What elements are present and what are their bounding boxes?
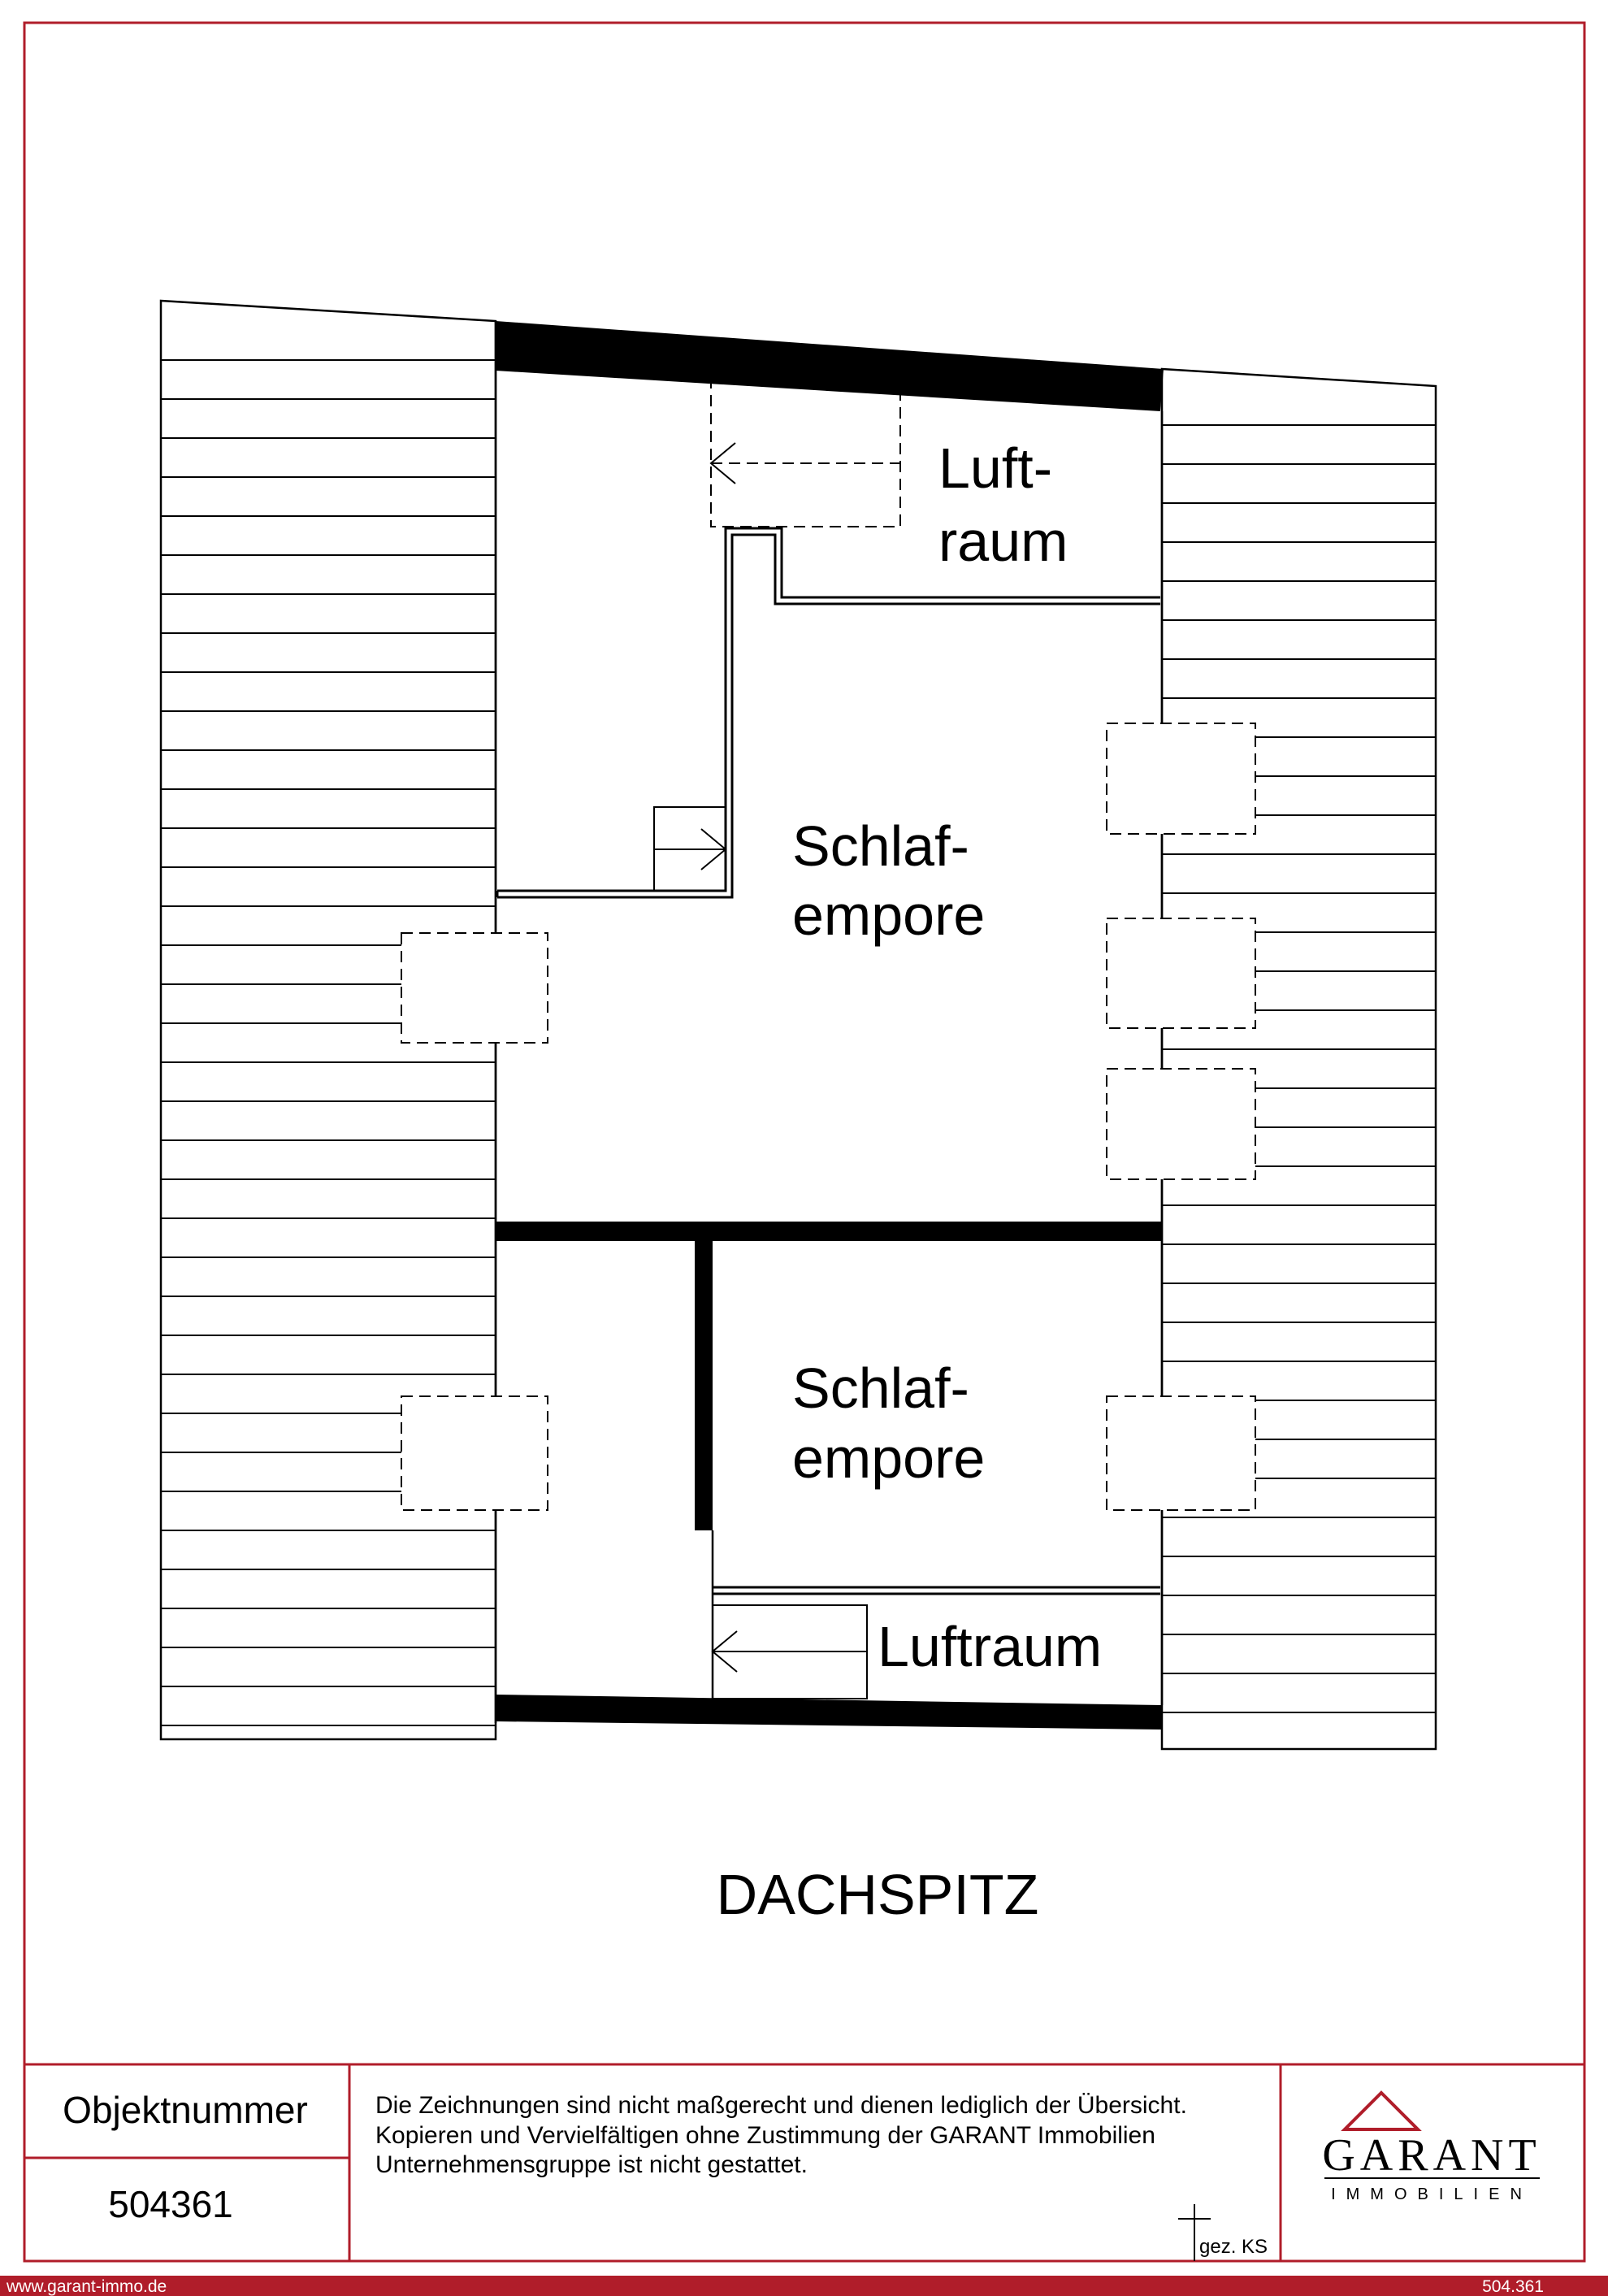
arrow-left-icon (711, 1630, 738, 1673)
arrow-right-icon (700, 828, 727, 870)
room-label: empore (792, 883, 985, 947)
disclaimer-line: Kopieren und Vervielfältigen ohne Zustim… (375, 2122, 1155, 2149)
footer-bar (0, 2276, 1608, 2296)
roof-slope-right (1160, 367, 1437, 1751)
wall-bottom (496, 1695, 1162, 1730)
room-label: raum (938, 510, 1068, 573)
wall-middle (496, 1222, 1162, 1241)
roof-window (1106, 918, 1256, 1029)
roof-window (401, 932, 548, 1044)
wall-vertical (695, 1222, 713, 1530)
roof-window (1106, 723, 1256, 835)
stair-step (653, 806, 726, 892)
arrow-left-icon (709, 442, 736, 484)
wall-top (496, 321, 1164, 411)
floor-plan: Luft- raum Schlaf- empore Schlaf- empore… (159, 299, 1437, 1926)
object-number: 504361 (108, 2183, 233, 2225)
room-label: Schlaf- (792, 814, 969, 878)
room-label: Luft- (938, 436, 1052, 500)
interior-walls-lower (713, 1586, 1160, 1595)
room-label: empore (792, 1426, 985, 1490)
roof-window (1106, 1068, 1256, 1180)
room-label: Schlaf- (792, 1356, 969, 1420)
logo-roof-icon (1341, 2090, 1422, 2131)
roof-window (1106, 1395, 1256, 1511)
drawn-by: gez. KS (1199, 2236, 1268, 2258)
roof-slope-left (159, 299, 497, 1741)
roof-window (401, 1395, 548, 1511)
logo-sub: IMMOBILIEN (1331, 2185, 1532, 2203)
disclaimer-line: Unternehmensgruppe ist nicht gestattet. (375, 2151, 808, 2178)
room-label: Luftraum (878, 1615, 1102, 1678)
luftraum-top-opening (710, 381, 901, 527)
sheet-border (23, 21, 1586, 2263)
roof-windows (401, 723, 1256, 1511)
disclaimer-line: Die Zeichnungen sind nicht maßgerecht un… (375, 2092, 1187, 2119)
object-number-label: Objektnummer (63, 2089, 308, 2131)
footer-reference: 504.361 (1482, 2277, 1544, 2296)
title-block: Objektnummer 504361 Die Zeichnungen sind… (24, 2063, 1584, 2261)
garant-logo: GARANT IMMOBILIEN (1322, 2090, 1541, 2203)
footer-website[interactable]: www.garant-immo.de (6, 2277, 167, 2296)
logo-main: GARANT (1322, 2130, 1541, 2181)
luftraum-bottom-opening (711, 1604, 868, 1699)
plan-title: DACHSPITZ (717, 1863, 1039, 1926)
